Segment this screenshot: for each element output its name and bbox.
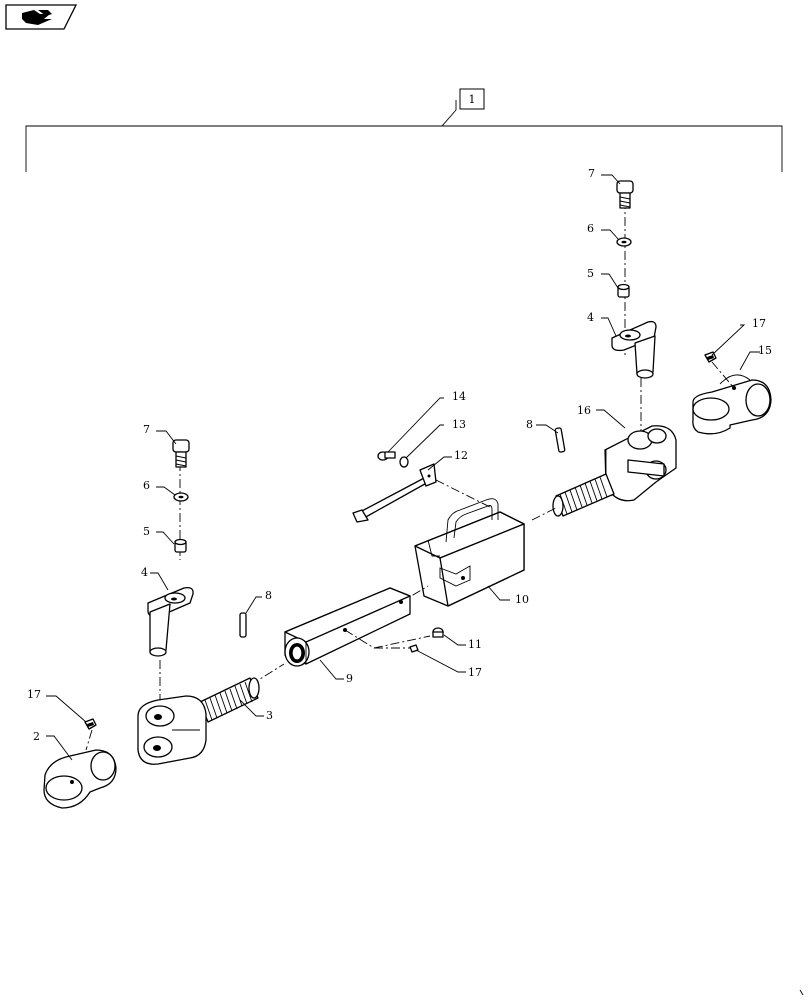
forward-arrow-icon[interactable] — [5, 4, 78, 30]
callout-2: 2 — [33, 730, 40, 743]
callout-16: 16 — [577, 404, 591, 417]
protective-cover — [414, 498, 525, 607]
callout-17-right: 17 — [752, 317, 766, 330]
grease-fitting-middle — [409, 644, 419, 653]
bolt-left — [172, 439, 190, 468]
washer-left — [173, 492, 189, 502]
washer-right — [616, 237, 632, 247]
bolt-right — [616, 180, 634, 209]
callout-4-left: 4 — [141, 566, 148, 579]
callout-10: 10 — [515, 593, 529, 606]
grease-fitting-left — [84, 718, 97, 730]
callout-17-left: 17 — [27, 688, 41, 701]
callout-8-right: 8 — [526, 418, 533, 431]
assembly-bracket: 1 — [25, 88, 783, 172]
retaining-clip — [352, 463, 437, 523]
callout-13: 13 — [452, 418, 466, 431]
plug — [432, 627, 444, 638]
threaded-rod-right — [552, 473, 615, 517]
grease-fitting-right — [704, 351, 717, 363]
ball-joint-right — [692, 374, 772, 435]
nut-right — [617, 283, 630, 298]
screw — [377, 451, 396, 461]
callout-11: 11 — [468, 638, 482, 651]
callout-7-right: 7 — [588, 167, 595, 180]
callout-12: 12 — [454, 449, 468, 462]
roll-pin-left — [239, 612, 247, 638]
adjuster-sleeve — [284, 587, 411, 667]
callout-15: 15 — [758, 344, 772, 357]
ball-joint-left — [43, 749, 117, 809]
callout-5-right: 5 — [587, 267, 594, 280]
callout-6-left: 6 — [143, 479, 150, 492]
callout-5-left: 5 — [143, 525, 150, 538]
assembly-label: 1 — [469, 93, 476, 106]
threaded-rod-left — [199, 677, 260, 723]
callout-8-left: 8 — [265, 589, 272, 602]
pin-right — [611, 320, 657, 379]
callout-17-middle: 17 — [468, 666, 482, 679]
callout-3: 3 — [266, 709, 273, 722]
callout-6-right: 6 — [587, 222, 594, 235]
callout-7-left: 7 — [143, 423, 150, 436]
nut-left — [174, 538, 187, 553]
roll-pin-right — [554, 427, 566, 453]
callout-4-right: 4 — [587, 311, 594, 324]
lock-washer — [399, 456, 409, 468]
callout-14: 14 — [452, 390, 466, 403]
clevis-yoke-left — [137, 695, 207, 765]
callout-9: 9 — [346, 672, 353, 685]
pin-left — [147, 586, 194, 657]
clevis-yoke-right — [604, 425, 677, 502]
